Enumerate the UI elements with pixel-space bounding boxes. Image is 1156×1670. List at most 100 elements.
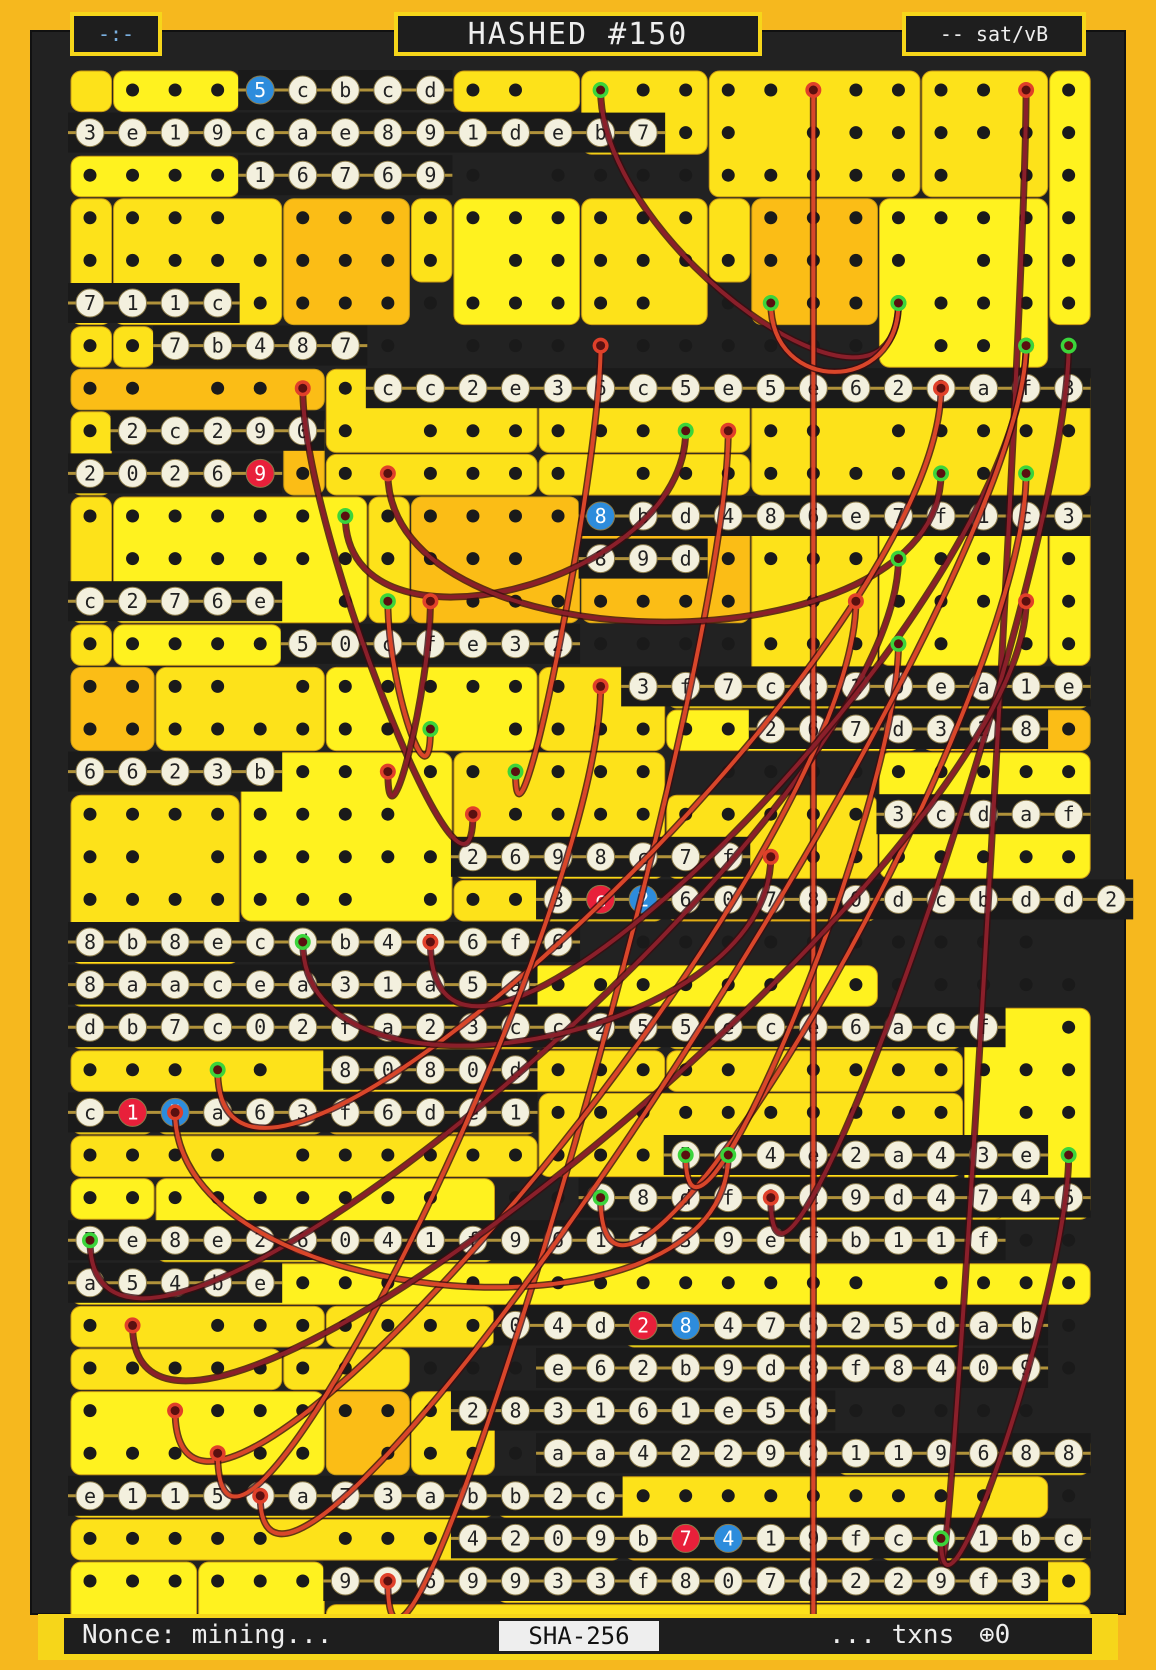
bead <box>245 75 275 105</box>
bead <box>118 757 148 787</box>
bead <box>671 1566 701 1596</box>
wire-end-core <box>170 1107 180 1117</box>
breadboard-hole <box>636 722 650 736</box>
breadboard-hole <box>253 637 267 651</box>
jumper-wire <box>598 471 1029 1248</box>
breadboard-hole <box>1062 253 1076 267</box>
breadboard-hole <box>296 552 310 566</box>
breadboard-hole <box>126 1361 140 1375</box>
bead-char: 2 <box>297 1015 309 1039</box>
bead <box>841 1353 871 1383</box>
bead-char: 2 <box>892 376 904 400</box>
breadboard-hole <box>211 637 225 651</box>
breadboard-hole <box>594 253 608 267</box>
breadboard-hole <box>1062 424 1076 438</box>
breadboard-hole <box>253 892 267 906</box>
bead <box>288 160 318 190</box>
breadboard-hole <box>551 424 565 438</box>
breadboard-hole <box>636 594 650 608</box>
breadboard-hole <box>551 168 565 182</box>
breadboard-hole <box>253 722 267 736</box>
breadboard-hole <box>296 1276 310 1290</box>
breadboard-hole <box>509 466 522 480</box>
breadboard-hole <box>849 126 863 140</box>
bead-char: 9 <box>935 1569 947 1593</box>
bead-char: a <box>127 973 139 997</box>
breadboard-hole <box>891 765 905 779</box>
breadboard-hole <box>423 1318 437 1332</box>
breadboard-hole <box>381 1148 395 1162</box>
breadboard-hole <box>338 679 352 693</box>
bead <box>160 118 190 148</box>
bead <box>883 1523 913 1553</box>
breadboard-hole <box>509 509 522 523</box>
breadboard-hole <box>849 552 863 566</box>
wire-end-core <box>468 809 478 819</box>
bead-char: 6 <box>850 376 862 400</box>
menu-indicator-box[interactable]: -:- <box>70 12 162 56</box>
bead-char: 2 <box>850 1313 862 1337</box>
bead-char: d <box>680 504 692 528</box>
breadboard-hole <box>849 807 863 821</box>
bead <box>160 416 190 446</box>
bead-char: b <box>254 760 266 784</box>
wire-layer <box>86 86 1073 1648</box>
breadboard-hole <box>466 892 480 906</box>
breadboard-hole <box>977 339 991 353</box>
breadboard-hole <box>338 765 352 779</box>
bead-char: 8 <box>1063 1441 1075 1465</box>
breadboard-hole <box>636 1148 650 1162</box>
breadboard-hole <box>126 637 140 651</box>
wire-end-core <box>851 596 861 606</box>
nonce-status: Nonce: mining... <box>82 1620 333 1650</box>
bead-char: 6 <box>212 461 224 485</box>
bead-char: 1 <box>467 121 479 145</box>
bead <box>543 1481 573 1511</box>
breadboard-hole <box>296 466 310 480</box>
bead-char: f <box>509 930 521 954</box>
bead-char: 4 <box>935 1143 947 1167</box>
breadboard-hole <box>423 253 437 267</box>
breadboard-hole <box>253 1446 267 1460</box>
bead <box>245 458 275 488</box>
bead-char: c <box>84 589 96 613</box>
breadboard-hole <box>83 509 97 523</box>
bead-char: e <box>254 589 266 613</box>
breadboard-hole <box>636 1276 650 1290</box>
bead-char: e <box>1020 1143 1032 1167</box>
breadboard-hole <box>83 1574 97 1588</box>
wire-end-core <box>383 468 393 478</box>
breadboard-hole <box>977 211 991 225</box>
bead-char: 1 <box>765 1526 777 1550</box>
counter-value[interactable]: ⊕0 <box>979 1620 1011 1650</box>
breadboard-hole <box>168 1531 182 1545</box>
breadboard-hole <box>253 807 267 821</box>
bead-char: c <box>1063 1526 1075 1550</box>
breadboard-hole <box>721 253 735 267</box>
bead-char: 6 <box>382 1100 394 1124</box>
bead <box>330 1055 360 1085</box>
breadboard-hole <box>509 892 522 906</box>
bead <box>501 1396 530 1426</box>
breadboard-hole <box>83 1531 97 1545</box>
jumper-wire <box>939 1153 1071 1567</box>
bead <box>543 118 573 148</box>
breadboard-hole <box>338 253 352 267</box>
bead-char: 3 <box>84 121 96 145</box>
breadboard-hole <box>636 253 650 267</box>
bead <box>586 1481 616 1511</box>
wire-end-core <box>723 1150 733 1160</box>
bead-char: 4 <box>467 1526 479 1550</box>
yellow-block <box>155 666 325 752</box>
bead-char: 1 <box>892 1228 904 1252</box>
breadboard-hole <box>253 552 267 566</box>
bead-char: c <box>892 1526 904 1550</box>
breadboard-hole <box>168 1446 182 1460</box>
bead <box>415 118 445 148</box>
breadboard-hole <box>594 1105 608 1119</box>
bead <box>628 544 658 574</box>
bead <box>415 1225 445 1255</box>
bead <box>458 1396 488 1426</box>
bead <box>969 1310 999 1340</box>
